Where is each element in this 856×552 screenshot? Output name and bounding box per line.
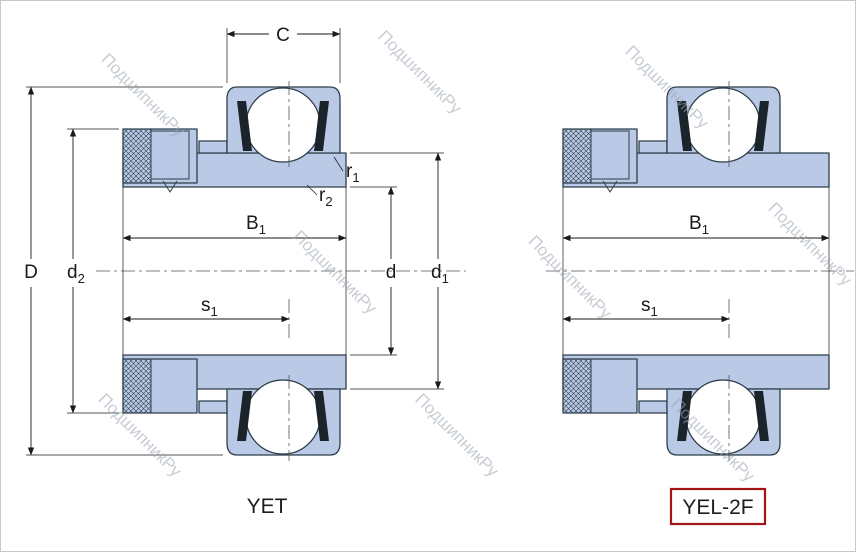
seal-top-right: [314, 101, 329, 151]
seal-top-left: [677, 101, 692, 151]
watermark-text: ПодшипникРу: [411, 390, 502, 481]
ball-bottom: [245, 379, 321, 455]
seal-shoulder-top: [638, 140, 668, 154]
dim-label-C: C: [276, 25, 290, 46]
caption-yet: YET: [247, 495, 288, 518]
yel2f-bearing-diagram: [546, 81, 854, 461]
watermark-text: ПодшипникРу: [524, 232, 615, 323]
ball-top: [245, 87, 321, 163]
watermark-text: ПодшипникРу: [289, 227, 380, 318]
dim-label-D: D: [24, 262, 38, 283]
dim-label-B1-left: B1: [246, 213, 266, 237]
yel-2f-highlight-box[interactable]: [669, 487, 767, 526]
seal-bottom-right: [314, 391, 329, 441]
grub-screw-section: [590, 130, 630, 180]
watermark-text: ПодшипникРу: [97, 50, 188, 141]
seal-bottom-right: [754, 391, 769, 441]
dimensions-left: C D d2 B1 s1 r1 r2 d: [24, 25, 449, 456]
seal-shoulder-top: [198, 140, 228, 154]
collar-knurl-top: [123, 129, 151, 183]
watermark-text: ПодшипникРу: [764, 199, 855, 290]
yet-bearing-diagram: [96, 81, 466, 461]
watermark-text: ПодшипникРу: [374, 27, 465, 118]
dim-label-d2: d2: [67, 262, 85, 286]
dim-label-B1-right: B1: [689, 213, 709, 237]
dim-label-r1: r1: [346, 161, 360, 185]
collar-knurl-bottom: [563, 359, 591, 413]
dimensions-right: B1 s1: [562, 187, 830, 355]
seal-shoulder-bottom: [638, 400, 668, 414]
grub-screw-section: [150, 130, 190, 180]
screw-tip-mark: [602, 180, 618, 193]
dim-label-r2: r2: [319, 185, 333, 209]
dim-label-d: d: [386, 262, 397, 283]
seal-shoulder-bottom: [198, 400, 228, 414]
screw-tip-mark: [162, 180, 178, 193]
seal-bottom-left: [677, 391, 692, 441]
dim-label-s1-right: s1: [641, 295, 658, 319]
caption-yel-2f: YEL-2F: [682, 496, 753, 519]
seal-top-left: [237, 101, 252, 151]
seal-top-right: [754, 101, 769, 151]
dim-label-d1: d1: [431, 262, 449, 286]
collar-knurl-bottom: [123, 359, 151, 413]
seal-bottom-left: [237, 391, 252, 441]
dim-label-s1-left: s1: [201, 295, 218, 319]
collar-knurl-top: [563, 129, 591, 183]
